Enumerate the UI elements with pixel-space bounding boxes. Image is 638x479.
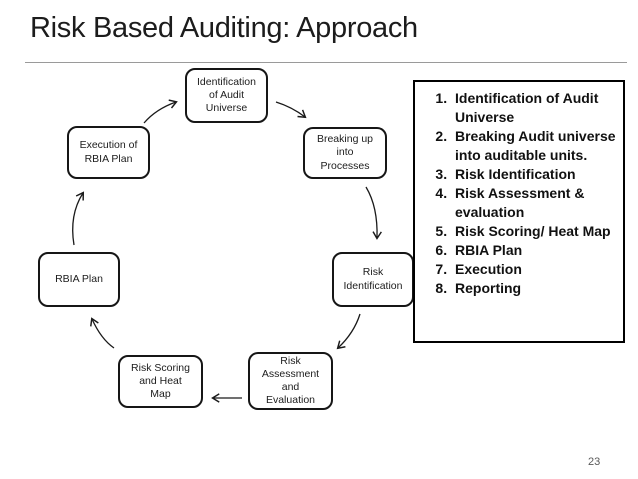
diagram-node-breaking-up-into-processes: Breaking up into Processes <box>303 127 387 179</box>
summary-list: Identification of Audit Universe Breakin… <box>415 89 619 298</box>
summary-item: Identification of Audit Universe <box>451 89 619 127</box>
arrow-risk-identification-to-assessment <box>336 313 361 350</box>
diagram-node-label: Execution of RBIA Plan <box>79 139 138 165</box>
summary-panel: Identification of Audit Universe Breakin… <box>413 80 625 343</box>
summary-item: Breaking Audit universe into auditable u… <box>451 127 619 165</box>
page-title: Risk Based Auditing: Approach <box>30 12 418 44</box>
diagram-node-risk-identification: Risk Identification <box>332 252 414 307</box>
diagram-node-label: Identification of Audit Universe <box>197 75 256 115</box>
diagram-node-rbia-plan: RBIA Plan <box>38 252 120 307</box>
arrow-execution-to-identification <box>143 99 178 124</box>
title-divider <box>25 62 627 63</box>
summary-item: RBIA Plan <box>451 241 619 260</box>
diagram-node-label: RBIA Plan <box>55 272 103 285</box>
summary-item: Risk Identification <box>451 165 619 184</box>
summary-item: Reporting <box>451 279 619 298</box>
diagram-node-label: Risk Scoring and Heat Map <box>131 361 190 401</box>
diagram-node-identification-of-audit-universe: Identification of Audit Universe <box>185 68 268 123</box>
arrow-scoring-to-rbia-plan <box>90 317 115 349</box>
arrow-breaking-to-risk-identification <box>365 186 382 240</box>
diagram-node-label: Risk Assessment and Evaluation <box>261 354 320 407</box>
page-number: 23 <box>588 456 601 468</box>
diagram-node-label: Breaking up into Processes <box>316 133 374 172</box>
diagram-node-label: Risk Identification <box>343 266 403 292</box>
diagram-node-execution-of-rbia-plan: Execution of RBIA Plan <box>67 126 150 179</box>
arrow-rbia-plan-to-execution <box>72 191 85 246</box>
summary-item: Execution <box>451 260 619 279</box>
arrow-identification-to-breaking <box>275 101 307 119</box>
summary-item: Risk Assessment & evaluation <box>451 184 619 222</box>
summary-item: Risk Scoring/ Heat Map <box>451 222 619 241</box>
diagram-node-risk-scoring-and-heat-map: Risk Scoring and Heat Map <box>118 355 203 408</box>
diagram-node-risk-assessment-and-evaluation: Risk Assessment and Evaluation <box>248 352 333 410</box>
